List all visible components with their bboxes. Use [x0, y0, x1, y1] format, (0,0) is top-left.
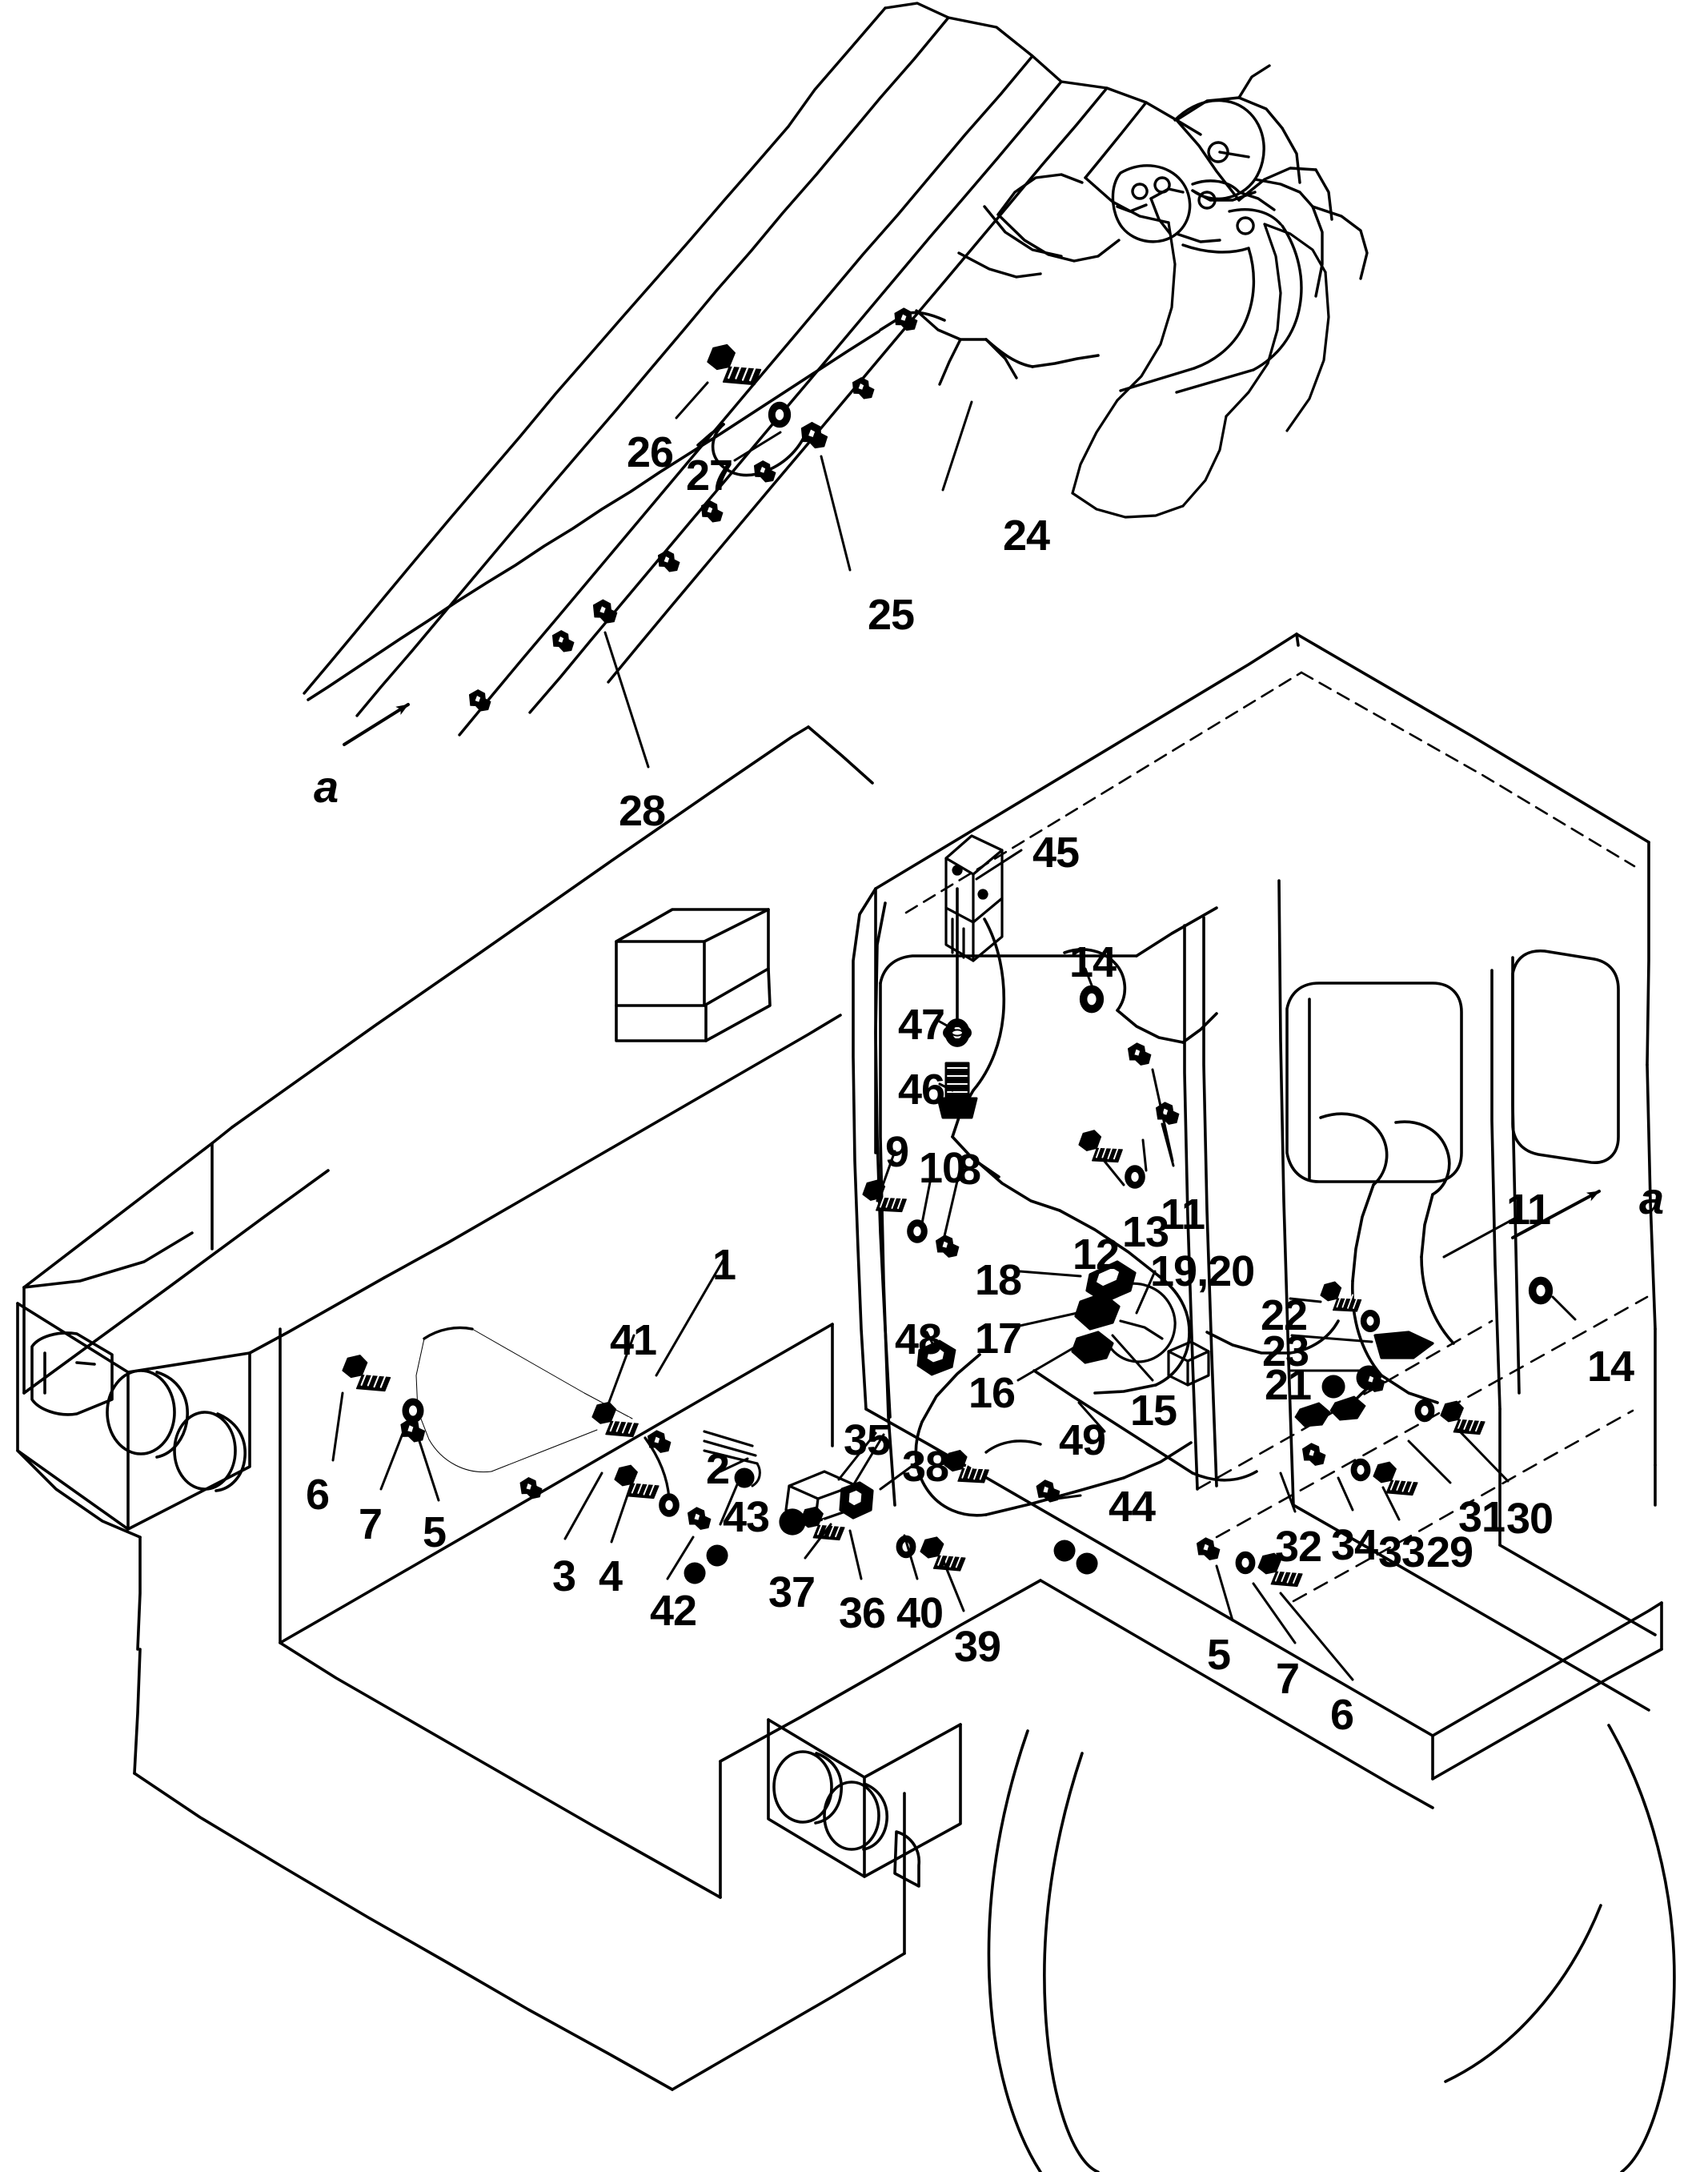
callout-42: 42 — [650, 1587, 697, 1635]
callout-11: 11 — [1506, 1186, 1551, 1234]
callout-5: 5 — [1207, 1631, 1231, 1679]
callout-18: 18 — [975, 1256, 1022, 1304]
callout-32: 32 — [1275, 1523, 1322, 1571]
leader-lines-top — [603, 381, 973, 769]
section-marker-a-right: a — [1639, 1173, 1665, 1223]
callout-14: 14 — [1069, 938, 1117, 986]
callout-7: 7 — [359, 1500, 383, 1548]
callout-5: 5 — [423, 1508, 447, 1556]
callout-39: 39 — [954, 1623, 1001, 1671]
callout-30: 30 — [1506, 1495, 1554, 1543]
callout-24: 24 — [1003, 512, 1050, 560]
callout-21: 21 — [1265, 1361, 1312, 1409]
callout-9: 9 — [885, 1128, 909, 1176]
callout-13: 13 — [1122, 1208, 1169, 1256]
callout-22: 22 — [1261, 1291, 1308, 1339]
callout-1: 1 — [712, 1241, 736, 1289]
cab-fasteners — [337, 834, 1554, 1595]
callout-29: 29 — [1426, 1528, 1473, 1576]
callout-6: 6 — [1330, 1691, 1354, 1739]
callout-48: 48 — [895, 1315, 942, 1363]
callout-23: 23 — [1262, 1327, 1309, 1375]
callout-43: 43 — [723, 1493, 770, 1541]
callout-6: 6 — [306, 1471, 330, 1519]
callout-35: 35 — [844, 1416, 891, 1464]
callout-26: 26 — [627, 428, 674, 476]
callout-4: 4 — [599, 1552, 623, 1600]
harness-24 — [307, 311, 1100, 701]
callout-38: 38 — [902, 1443, 949, 1491]
callout-2: 2 — [706, 1445, 730, 1493]
section-a-arrow-right — [1511, 1190, 1601, 1239]
callout-45: 45 — [1032, 829, 1080, 877]
callout-14: 14 — [1587, 1343, 1634, 1391]
callout-17: 17 — [975, 1315, 1022, 1363]
callout-33: 33 — [1378, 1528, 1425, 1576]
top-boom-structure — [303, 2, 1369, 737]
callout-31: 31 — [1458, 1493, 1506, 1541]
callout-27: 27 — [686, 452, 733, 500]
machine-body — [16, 725, 1676, 2172]
callout-15: 15 — [1130, 1387, 1177, 1435]
callout-36: 36 — [839, 1589, 886, 1637]
section-a-arrow-top — [343, 703, 410, 746]
callout-7: 7 — [1276, 1655, 1300, 1703]
callout-3: 3 — [552, 1552, 576, 1600]
callout-19-20: 19,20 — [1150, 1247, 1255, 1295]
callout-12: 12 — [1073, 1231, 1120, 1279]
cab-structure — [852, 632, 1663, 1809]
leader-lines-cab — [331, 849, 1577, 1681]
callout-34: 34 — [1331, 1521, 1378, 1569]
callout-47: 47 — [898, 1001, 945, 1049]
section-marker-a-top: a — [314, 761, 339, 812]
callout-11: 11 — [1161, 1190, 1205, 1239]
callout-37: 37 — [768, 1568, 816, 1616]
callout-25: 25 — [868, 591, 915, 639]
callout-44: 44 — [1109, 1483, 1156, 1531]
fastener-26-27 — [701, 339, 832, 452]
callout-40: 40 — [896, 1589, 944, 1637]
callout-10: 10 — [919, 1144, 966, 1192]
callout-46: 46 — [898, 1066, 945, 1114]
callout-49: 49 — [1059, 1416, 1106, 1464]
harness-clamps-upper — [464, 305, 921, 715]
callout-8: 8 — [957, 1146, 981, 1194]
callout-41: 41 — [610, 1316, 657, 1364]
callout-28: 28 — [619, 787, 666, 835]
callout-16: 16 — [968, 1369, 1016, 1417]
